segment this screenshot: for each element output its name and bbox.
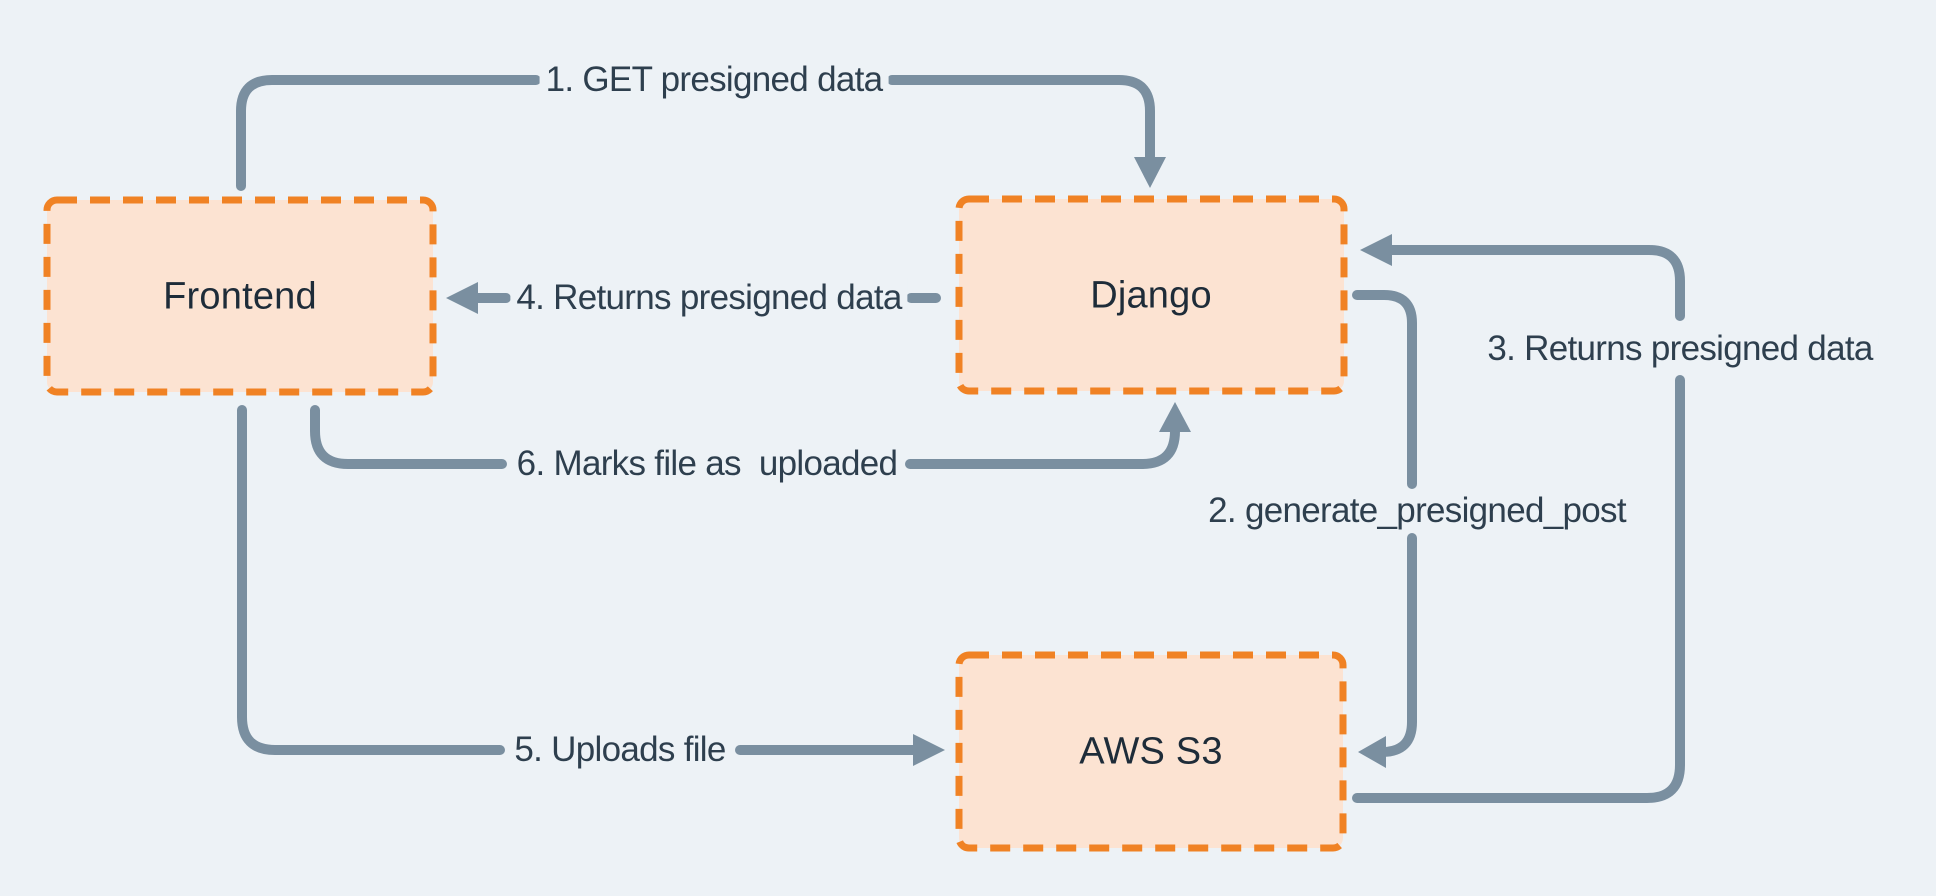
arrow-2-label: 2. generate_presigned_post <box>1202 491 1632 531</box>
arrow-6-path-end <box>905 423 1180 469</box>
arrow-5-label: 5. Uploads file <box>508 730 732 770</box>
node-django-box <box>955 195 1348 395</box>
arrow-6-label: 6. Marks file as uploaded <box>510 444 904 484</box>
arrow-6-path-start <box>310 405 507 469</box>
arrow-5-arrowhead-right <box>913 734 945 766</box>
arrow-4-label: 4. Returns presigned data <box>510 278 908 318</box>
arrow-5-path-start <box>237 405 505 755</box>
arrow-1-label: 1. GET presigned data <box>539 60 889 100</box>
arrow-3-arrowhead-left <box>1360 234 1392 266</box>
arrow-3-label: 3. Returns presigned data <box>1481 329 1879 369</box>
arrow-2-path-end <box>1377 533 1417 757</box>
node-frontend-label: Frontend <box>163 275 317 318</box>
node-aws-s3-box <box>955 651 1347 852</box>
arrow-6-arrowhead-up <box>1159 402 1191 432</box>
arrow-4-arrowhead-left <box>446 282 478 314</box>
arrow-3-path-start <box>1352 375 1685 803</box>
arrow-1-path-start <box>236 75 541 191</box>
node-django-label: Django <box>1090 274 1212 317</box>
arrow-2-path-start <box>1352 290 1417 489</box>
arrow-3-path-end <box>1387 245 1685 321</box>
arrow-1-path-end <box>887 75 1155 165</box>
arrow-1-arrowhead-down <box>1134 157 1166 188</box>
arrow-2-arrowhead-left <box>1358 736 1386 768</box>
node-frontend-box <box>43 196 437 396</box>
node-aws-s3-label: AWS S3 <box>1079 730 1223 773</box>
